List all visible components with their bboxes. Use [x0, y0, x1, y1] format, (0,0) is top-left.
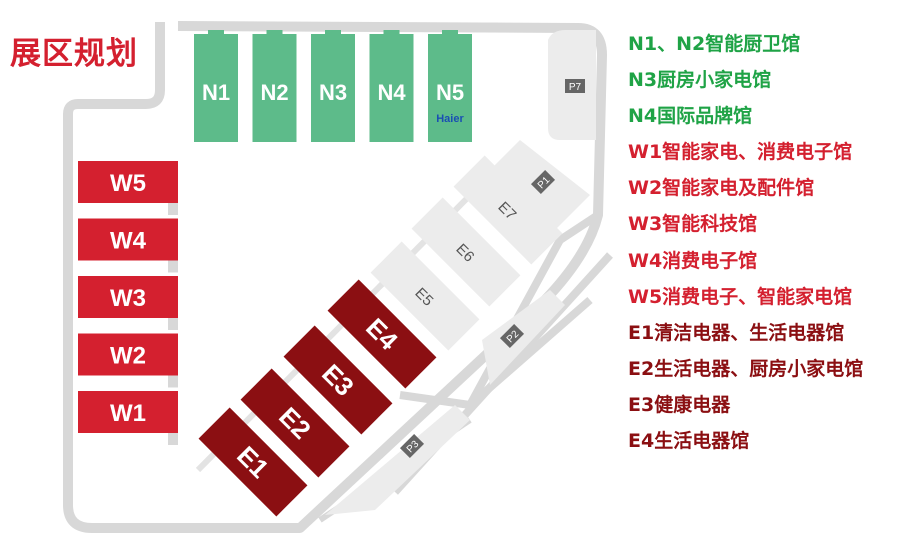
parking-p7[interactable]: P7	[565, 79, 585, 93]
site-boundary-road	[63, 21, 607, 533]
legend-item: E4生活电器馆	[628, 430, 750, 453]
hall-label: N4	[377, 80, 406, 105]
parking-label: P7	[569, 82, 582, 93]
hall-label: N5	[436, 80, 464, 105]
hall-w1[interactable]: W1	[78, 391, 178, 445]
hall-n1[interactable]: N1	[194, 30, 238, 142]
hall-label: W1	[110, 400, 146, 427]
hall-label: W5	[110, 170, 146, 197]
hall-label: N1	[202, 80, 230, 105]
legend-item: W3智能科技馆	[628, 213, 758, 236]
hall-n2[interactable]: N2	[252, 30, 297, 142]
hall-e3[interactable]: E3	[283, 325, 393, 435]
hall-e2[interactable]: E2	[240, 368, 350, 478]
legend-item: N3厨房小家电馆	[628, 69, 772, 92]
hall-e5[interactable]: E5	[370, 241, 480, 351]
legend-item: E2生活电器、厨房小家电馆	[628, 357, 864, 380]
hall-label: N2	[260, 80, 288, 105]
haier-brand-label: Haier	[436, 113, 464, 125]
hall-w4[interactable]: W4	[78, 218, 178, 273]
legend-item: N1、N2智能厨卫馆	[628, 33, 801, 55]
hall-e6[interactable]: E6	[411, 197, 521, 307]
p3-area	[325, 405, 470, 515]
legend-item: W5消费电子、智能家电馆	[628, 285, 853, 308]
hall-e1[interactable]: E1	[198, 407, 308, 517]
page-title: 展区规划	[10, 36, 138, 72]
legend-item: W1智能家电、消费电子馆	[628, 141, 853, 164]
legend-item: E3健康电器	[628, 393, 731, 416]
hall-n4[interactable]: N4	[369, 30, 414, 142]
legend-item: W4消费电子馆	[628, 249, 758, 272]
hall-label: W3	[110, 285, 146, 312]
legend-item: W2智能家电及配件馆	[628, 177, 815, 200]
legend-item: E1清洁电器、生活电器馆	[628, 321, 845, 344]
hall-label: N3	[319, 80, 347, 105]
legend-item: N4国际品牌馆	[628, 105, 753, 128]
hall-w5[interactable]: W5	[78, 161, 178, 215]
hall-e7[interactable]: E7	[453, 155, 563, 265]
p2-area	[482, 290, 565, 385]
hall-w2[interactable]: W2	[78, 333, 178, 388]
hall-label: W2	[110, 343, 146, 370]
hall-legend: N1、N2智能厨卫馆 N3厨房小家电馆 N4国际品牌馆 W1智能家电、消费电子馆 W2智…	[628, 28, 863, 461]
hall-e4[interactable]: E4	[327, 279, 437, 389]
hall-n3[interactable]: N3	[311, 30, 355, 142]
hall-label: W4	[110, 228, 147, 255]
hall-w3[interactable]: W3	[78, 276, 178, 330]
